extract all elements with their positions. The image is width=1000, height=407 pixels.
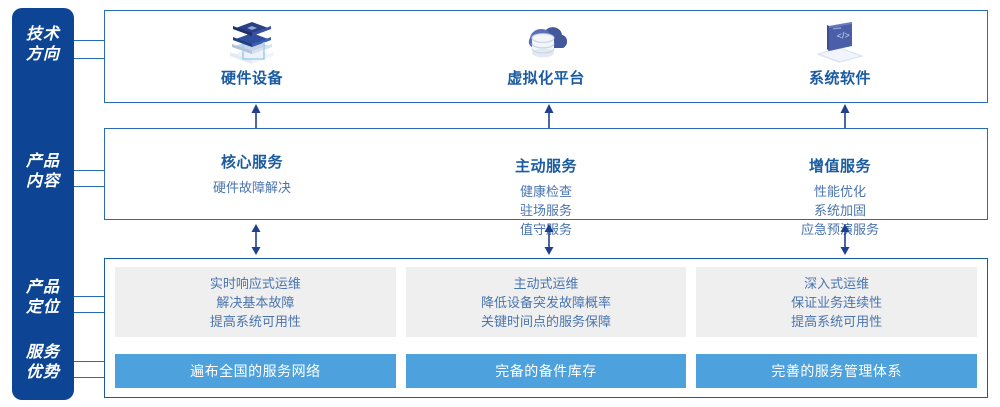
connector-line — [74, 170, 108, 171]
content-item: 性能优化 — [813, 184, 866, 199]
tech-label: 硬件设备 — [220, 70, 283, 87]
server-stack-icon — [222, 18, 282, 64]
content-title: 增值服务 — [808, 158, 871, 175]
positioning-line: 关键时间点的服务保障 — [481, 313, 612, 329]
connector-line — [74, 40, 108, 41]
rail-item-service-advantage: 服务 优势 — [12, 343, 74, 383]
advantage-bar[interactable]: 遍布全国的服务网络 — [115, 354, 396, 388]
category-rail — [12, 8, 74, 400]
arrow-double-vertical-icon — [542, 224, 556, 255]
tech-cell-system-software[interactable]: </> 系统软件 — [693, 11, 987, 102]
rail-label-line: 技术 — [25, 26, 60, 43]
positioning-row: 实时响应式运维 解决基本故障 提高系统可用性 主动式运维 降低设备突发故障概率 … — [115, 267, 978, 337]
positioning-line: 降低设备突发故障概率 — [481, 294, 612, 310]
positioning-line: 深入式运维 — [804, 275, 870, 291]
tech-cell-virtualization[interactable]: 虚拟化平台 — [399, 11, 693, 102]
positioning-line: 提高系统可用性 — [791, 313, 883, 329]
content-title: 主动服务 — [514, 158, 577, 175]
rail-item-technology-direction: 技术 方向 — [12, 25, 74, 65]
tech-label: 虚拟化平台 — [507, 70, 585, 87]
connector-line — [74, 377, 108, 378]
connector-line — [74, 186, 108, 187]
laptop-code-icon: </> — [810, 18, 870, 64]
content-item: 应急预演服务 — [800, 222, 879, 237]
positioning-box[interactable]: 主动式运维 降低设备突发故障概率 关键时间点的服务保障 — [405, 267, 687, 337]
content-item: 驻场服务 — [519, 203, 572, 218]
arrow-up-icon — [542, 104, 556, 128]
svg-text:</>: </> — [836, 30, 850, 41]
rail-item-product-positioning: 产品 定位 — [12, 278, 74, 318]
advantage-bar[interactable]: 完备的备件库存 — [405, 354, 687, 388]
rail-label-line: 方向 — [25, 46, 60, 63]
connector-line — [74, 361, 108, 362]
content-item: 硬件故障解决 — [212, 180, 291, 195]
positioning-line: 保证业务连续性 — [791, 294, 883, 310]
cloud-database-icon — [516, 18, 576, 64]
advantage-row: 遍布全国的服务网络 完备的备件库存 完善的服务管理体系 — [115, 354, 978, 388]
positioning-box[interactable]: 实时响应式运维 解决基本故障 提高系统可用性 — [115, 267, 396, 337]
positioning-line: 实时响应式运维 — [209, 275, 301, 291]
rail-label-line: 优势 — [25, 364, 60, 381]
content-cell-value-added-service[interactable]: 增值服务 性能优化 系统加固 应急预演服务 — [693, 129, 987, 237]
content-item: 健康检查 — [519, 184, 572, 199]
tech-cell-hardware[interactable]: 硬件设备 — [105, 11, 399, 102]
rail-label-line: 内容 — [25, 173, 60, 190]
content-item: 系统加固 — [813, 203, 866, 218]
rail-item-product-content: 产品 内容 — [12, 152, 74, 192]
product-content-panel: 核心服务 硬件故障解决 主动服务 健康检查 驻场服务 值守服务 增值服务 性能优… — [104, 128, 988, 237]
rail-label-line: 产品 — [25, 279, 60, 296]
arrow-up-icon — [249, 104, 263, 128]
tech-label: 系统软件 — [808, 70, 871, 87]
connector-line — [74, 312, 108, 313]
positioning-line: 解决基本故障 — [216, 294, 295, 310]
content-cell-proactive-service[interactable]: 主动服务 健康检查 驻场服务 值守服务 — [399, 129, 693, 237]
connector-line — [74, 58, 108, 59]
content-cell-core-service[interactable]: 核心服务 硬件故障解决 — [105, 129, 399, 219]
positioning-advantage-panel: 实时响应式运维 解决基本故障 提高系统可用性 主动式运维 降低设备突发故障概率 … — [104, 258, 988, 398]
content-title: 核心服务 — [220, 154, 283, 171]
rail-label-line: 产品 — [25, 153, 60, 170]
positioning-box[interactable]: 深入式运维 保证业务连续性 提高系统可用性 — [696, 267, 978, 337]
technology-panel: 硬件设备 虚拟 — [104, 10, 988, 103]
arrow-up-icon — [838, 104, 852, 128]
arrow-double-vertical-icon — [249, 224, 263, 255]
rail-label-line: 定位 — [25, 299, 60, 316]
advantage-bar[interactable]: 完善的服务管理体系 — [696, 354, 978, 388]
arrow-double-vertical-icon — [838, 224, 852, 255]
positioning-line: 提高系统可用性 — [209, 313, 301, 329]
connector-line — [74, 296, 108, 297]
positioning-line: 主动式运维 — [513, 275, 579, 291]
rail-label-line: 服务 — [25, 344, 60, 361]
